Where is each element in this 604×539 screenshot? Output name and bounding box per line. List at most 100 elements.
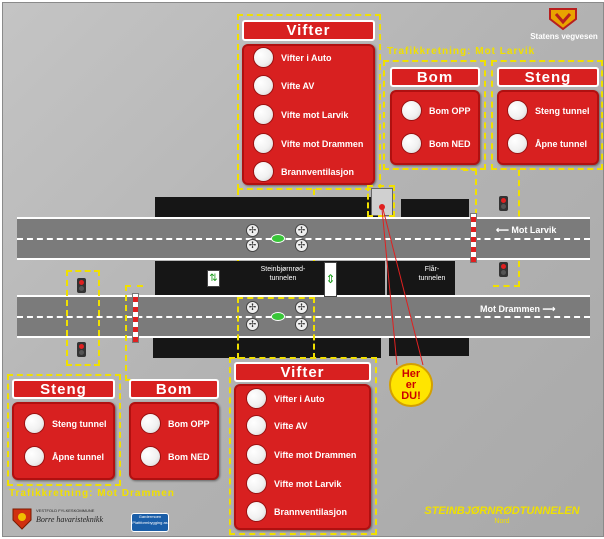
statens-vegvesen-logo-icon bbox=[549, 8, 577, 31]
bom-top-title: Bom bbox=[390, 67, 480, 87]
round-button-icon bbox=[246, 473, 267, 494]
round-button-icon bbox=[507, 133, 528, 154]
round-button-icon bbox=[24, 446, 45, 467]
fan-icon: ✢ bbox=[295, 224, 308, 237]
fan-icon: ✢ bbox=[246, 224, 259, 237]
arrow-right-icon: ⟶ bbox=[542, 304, 556, 314]
road-lower-label: Mot Drammen ⟶ bbox=[480, 304, 556, 314]
bom-top-outline bbox=[383, 60, 486, 170]
green-arrow-indicator-left: ⇅ bbox=[207, 270, 220, 287]
vifter-bottom-drammen-button[interactable]: Vifte mot Drammen bbox=[246, 444, 356, 465]
partner-badge: Gardermoen Plattformbygging as bbox=[131, 513, 169, 532]
round-button-icon bbox=[507, 100, 528, 121]
pointer-lines bbox=[381, 208, 424, 366]
vifter-top-brann-button[interactable]: Brannventilasjon bbox=[253, 161, 354, 182]
steng-bottom-open-button[interactable]: Åpne tunnel bbox=[24, 446, 104, 467]
round-button-icon bbox=[253, 75, 274, 96]
steng-top-title: Steng bbox=[497, 67, 599, 87]
tunnel-area-bottom bbox=[153, 336, 381, 358]
position-marker-dot bbox=[379, 204, 385, 210]
vifter-bottom-brann-button[interactable]: Brannventilasjon bbox=[246, 501, 347, 522]
here-badge: Her er DU! bbox=[389, 363, 433, 407]
tunnel-area-top-right bbox=[401, 199, 469, 219]
tunnel-name-steinbjornrod: Steinbjørnrød- tunnelen bbox=[260, 266, 306, 282]
pointer-line-a bbox=[381, 208, 398, 366]
vifter-top-outline bbox=[237, 14, 381, 190]
round-button-icon bbox=[253, 104, 274, 125]
arrow-left-icon: ⟵ bbox=[496, 225, 509, 235]
fan-icon: ✢ bbox=[295, 318, 308, 331]
tunnel-area-bottom-right bbox=[389, 336, 469, 356]
traffic-light bbox=[77, 278, 86, 293]
bom-top-connector bbox=[463, 169, 477, 215]
vifter-top-av-button[interactable]: Vifte AV bbox=[253, 75, 314, 96]
traffic-light bbox=[499, 196, 508, 211]
footer-subtitle: Nord bbox=[494, 518, 510, 525]
position-marker-outline bbox=[367, 185, 395, 217]
vifter-top-title: Vifter bbox=[242, 20, 375, 41]
round-button-icon bbox=[140, 413, 161, 434]
school-text: Borre havaristeknikk bbox=[36, 515, 104, 524]
vifter-bottom-title: Vifter bbox=[234, 362, 371, 382]
bom-bottom-ned-button[interactable]: Bom NED bbox=[140, 446, 210, 467]
coat-of-arms-icon bbox=[12, 508, 32, 530]
vifter-bottom-outline bbox=[229, 357, 377, 535]
round-button-icon bbox=[253, 47, 274, 68]
vifter-bottom-auto-button[interactable]: Vifter i Auto bbox=[246, 388, 325, 409]
municipality-logo: VESTFOLD FYLKESKOMMUNE Borre havaristekn… bbox=[11, 507, 121, 533]
round-button-icon bbox=[246, 388, 267, 409]
vifter-bottom-av-button[interactable]: Vifte AV bbox=[246, 415, 307, 436]
bom-top-ned-button[interactable]: Bom NED bbox=[401, 133, 471, 154]
traffic-light bbox=[77, 342, 86, 357]
vifter-bottom-connector bbox=[237, 297, 315, 359]
tunnel-area-top bbox=[155, 197, 380, 219]
signal-group-left-outline bbox=[66, 270, 100, 366]
road-upper-label: ⟵ Mot Larvik bbox=[496, 225, 557, 235]
tunnel-area-middle-left bbox=[155, 261, 235, 296]
logo: Statens vegvesen bbox=[528, 7, 600, 43]
round-button-icon bbox=[246, 415, 267, 436]
round-button-icon bbox=[253, 161, 274, 182]
green-arrow-indicator-right: ⇕ bbox=[324, 262, 337, 297]
fan-icon: ✢ bbox=[295, 239, 308, 252]
round-button-icon bbox=[246, 444, 267, 465]
road-lower bbox=[17, 295, 590, 338]
steng-bottom-title: Steng bbox=[12, 379, 115, 399]
steng-bottom-outline bbox=[7, 374, 121, 486]
barrier-lower bbox=[132, 293, 139, 343]
steng-bottom-close-button[interactable]: Steng tunnel bbox=[24, 413, 107, 434]
round-button-icon bbox=[140, 446, 161, 467]
fan-status-indicator bbox=[271, 312, 285, 321]
fan-status-indicator bbox=[271, 234, 285, 243]
round-button-icon bbox=[246, 501, 267, 522]
fan-icon: ✢ bbox=[295, 301, 308, 314]
pointer-line-b bbox=[382, 208, 424, 366]
barrier-lower-connector bbox=[125, 285, 143, 381]
bom-bottom-opp-button[interactable]: Bom OPP bbox=[140, 413, 210, 434]
steng-top-close-button[interactable]: Steng tunnel bbox=[507, 100, 590, 121]
vifter-top-larvik-button[interactable]: Vifte mot Larvik bbox=[253, 104, 348, 125]
vifter-bottom-larvik-button[interactable]: Vifte mot Larvik bbox=[246, 473, 341, 494]
steng-top-open-button[interactable]: Åpne tunnel bbox=[507, 133, 587, 154]
round-button-icon bbox=[24, 413, 45, 434]
steng-top-outline bbox=[491, 60, 603, 170]
municipality-text: VESTFOLD FYLKESKOMMUNE bbox=[36, 508, 95, 513]
fan-icon: ✢ bbox=[246, 301, 259, 314]
round-button-icon bbox=[401, 133, 422, 154]
fan-icon: ✢ bbox=[246, 318, 259, 331]
barrier-upper bbox=[470, 213, 477, 263]
fan-icon: ✢ bbox=[246, 239, 259, 252]
vifter-top-drammen-button[interactable]: Vifte mot Drammen bbox=[253, 133, 363, 154]
bom-bottom-title: Bom bbox=[129, 379, 219, 399]
steng-top-connector bbox=[493, 170, 520, 287]
vifter-top-auto-button[interactable]: Vifter i Auto bbox=[253, 47, 332, 68]
round-button-icon bbox=[253, 133, 274, 154]
direction-label-top: Trafikkretning: Mot Larvik bbox=[387, 46, 536, 57]
round-button-icon bbox=[401, 100, 422, 121]
logo-text: Statens vegvesen bbox=[530, 32, 598, 41]
tunnel-area-middle-center bbox=[235, 261, 385, 296]
tunnel-name-flar: Flår- tunnelen bbox=[418, 266, 446, 282]
bom-top-opp-button[interactable]: Bom OPP bbox=[401, 100, 471, 121]
steng-bottom-panel bbox=[12, 402, 115, 480]
